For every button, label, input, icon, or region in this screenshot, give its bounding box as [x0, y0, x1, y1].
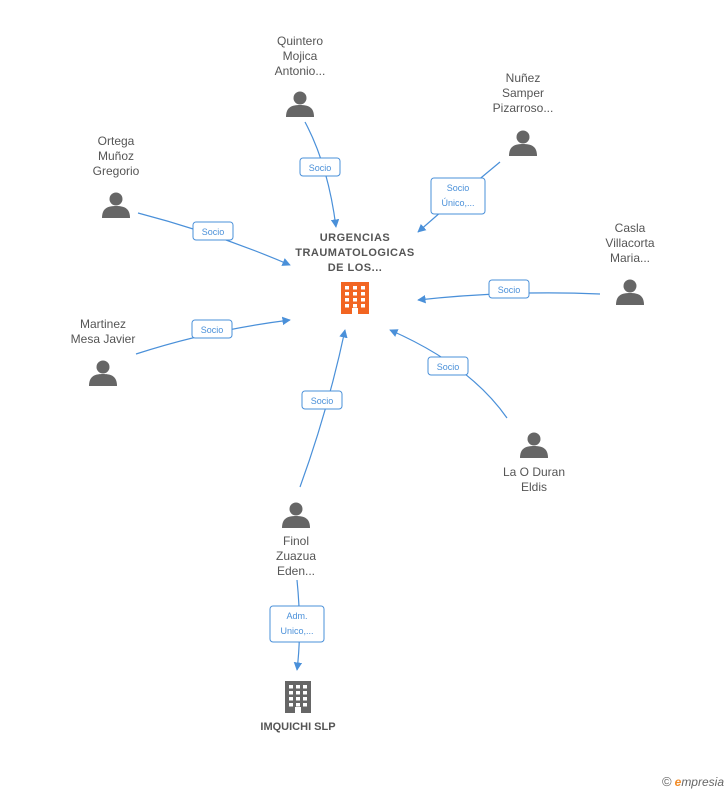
person-node-quintero[interactable]: QuinteroMojicaAntonio...	[275, 34, 326, 117]
badge-box	[427, 356, 469, 376]
person-name-line: Quintero	[277, 34, 323, 48]
person-name-line: Villacorta	[605, 236, 654, 250]
badge-box	[488, 279, 530, 299]
person-icon	[102, 192, 130, 218]
company-node-imquichi[interactable]: IMQUICHI SLP	[260, 681, 336, 733]
person-name-line: Finol	[283, 534, 309, 548]
relation-badge[interactable]: Adm. Unico,...	[269, 605, 325, 643]
relation-badge[interactable]: Socio	[301, 390, 343, 410]
center-company-name: TRAUMATOLOGICAS	[295, 247, 415, 259]
person-icon	[89, 360, 117, 386]
badge-text: Socio	[447, 183, 470, 193]
badge-box	[269, 605, 325, 643]
badge-box	[192, 221, 234, 241]
center-company-name: URGENCIAS	[320, 232, 391, 244]
badge-text: Socio	[437, 362, 460, 372]
badge-text: Único,...	[441, 198, 474, 208]
brand-initial: e	[674, 775, 682, 789]
person-name-line: Casla	[615, 221, 646, 235]
person-icon	[282, 502, 310, 528]
building-icon	[285, 681, 311, 713]
badge-box	[191, 319, 233, 339]
relation-badge[interactable]: Socio	[488, 279, 530, 299]
brand-name: mpresia	[681, 775, 724, 789]
person-name-line: Eldis	[521, 480, 547, 494]
badge-text: Socio	[498, 285, 521, 295]
badge-box	[299, 157, 341, 177]
relation-badge[interactable]: Socio	[191, 319, 233, 339]
badge-box	[301, 390, 343, 410]
badge-box	[430, 177, 486, 215]
relation-badge[interactable]: Socio	[192, 221, 234, 241]
person-name-line: Maria...	[610, 251, 650, 265]
person-name-line: La O Duran	[503, 465, 565, 479]
relation-badge[interactable]: Socio	[427, 356, 469, 376]
badge-text: Unico,...	[280, 626, 313, 636]
person-name-line: Eden...	[277, 564, 315, 578]
person-icon	[616, 279, 644, 305]
footer-brand: ©empresia	[662, 774, 724, 789]
person-name-line: Muñoz	[98, 149, 134, 163]
person-name-line: Martinez	[80, 317, 126, 331]
person-name-line: Samper	[502, 86, 544, 100]
person-name-line: Ortega	[98, 134, 135, 148]
person-icon	[520, 432, 548, 458]
badge-text: Socio	[309, 163, 332, 173]
center-company-name: DE LOS...	[328, 262, 383, 274]
building-icon	[341, 282, 369, 314]
badge-text: Socio	[201, 325, 224, 335]
person-icon	[509, 130, 537, 156]
person-name-line: Mesa Javier	[71, 332, 136, 346]
person-name-line: Mojica	[283, 49, 318, 63]
person-node-nunez[interactable]: NuñezSamperPizarroso...	[493, 71, 554, 156]
person-node-finol[interactable]: FinolZuazuaEden...	[276, 502, 316, 579]
person-name-line: Antonio...	[275, 64, 326, 78]
person-node-casla[interactable]: CaslaVillacortaMaria...	[605, 221, 655, 305]
badge-text: Adm.	[286, 611, 307, 621]
center-company-node[interactable]: URGENCIAS TRAUMATOLOGICAS DE LOS...	[295, 232, 415, 314]
relation-badge[interactable]: SocioÚnico,...	[430, 177, 486, 215]
relation-badge[interactable]: Socio	[299, 157, 341, 177]
badge-text: Socio	[311, 396, 334, 406]
person-name-line: Zuazua	[276, 549, 316, 563]
person-icon	[286, 91, 314, 117]
person-name-line: Gregorio	[93, 164, 140, 178]
company-name: IMQUICHI SLP	[260, 721, 335, 733]
person-name-line: Pizarroso...	[493, 101, 554, 115]
person-name-line: Nuñez	[506, 71, 541, 85]
badge-text: Socio	[202, 227, 225, 237]
copyright-symbol: ©	[662, 774, 672, 789]
